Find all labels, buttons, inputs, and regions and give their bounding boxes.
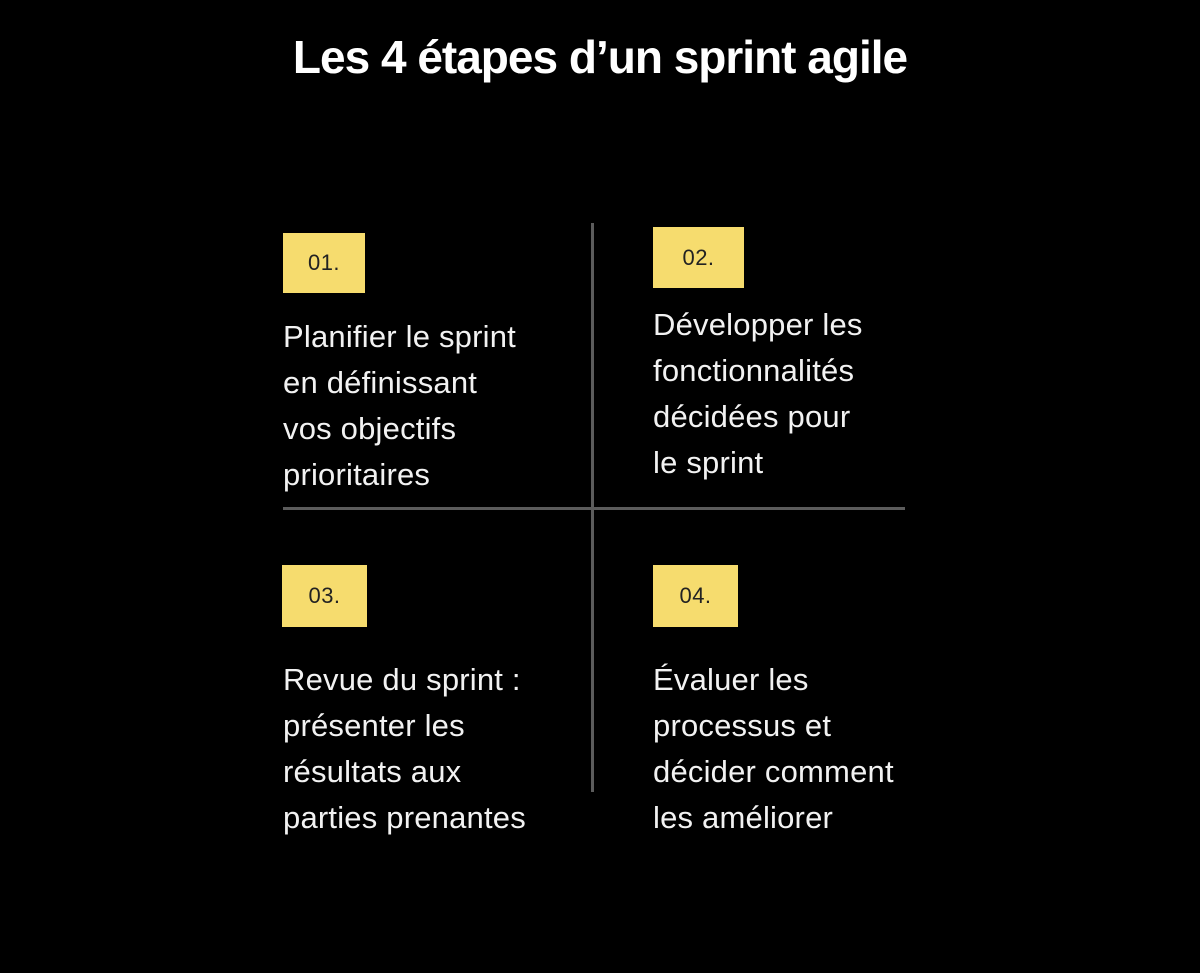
step-4-number: 04. [679,583,712,608]
step-3-number: 03. [308,583,341,608]
step-2-number-badge: 02. [653,227,744,288]
step-2-description: Développer les fonctionnalités décidées … [653,307,863,480]
step-1-description: Planifier le sprint en définissant vos o… [283,319,516,492]
step-4-number-badge: 04. [653,565,738,627]
step-1-number-badge: 01. [283,233,365,293]
step-3-number-badge: 03. [282,565,367,627]
step-1-number: 01. [307,250,341,275]
horizontal-divider [283,507,905,510]
step-3-description: Revue du sprint : présenter les résultat… [283,662,526,835]
step-2-number: 02. [682,244,715,270]
step-4-description: Évaluer les processus et décider comment… [653,662,894,835]
page-title: Les 4 étapes d’un sprint agile [292,31,908,83]
